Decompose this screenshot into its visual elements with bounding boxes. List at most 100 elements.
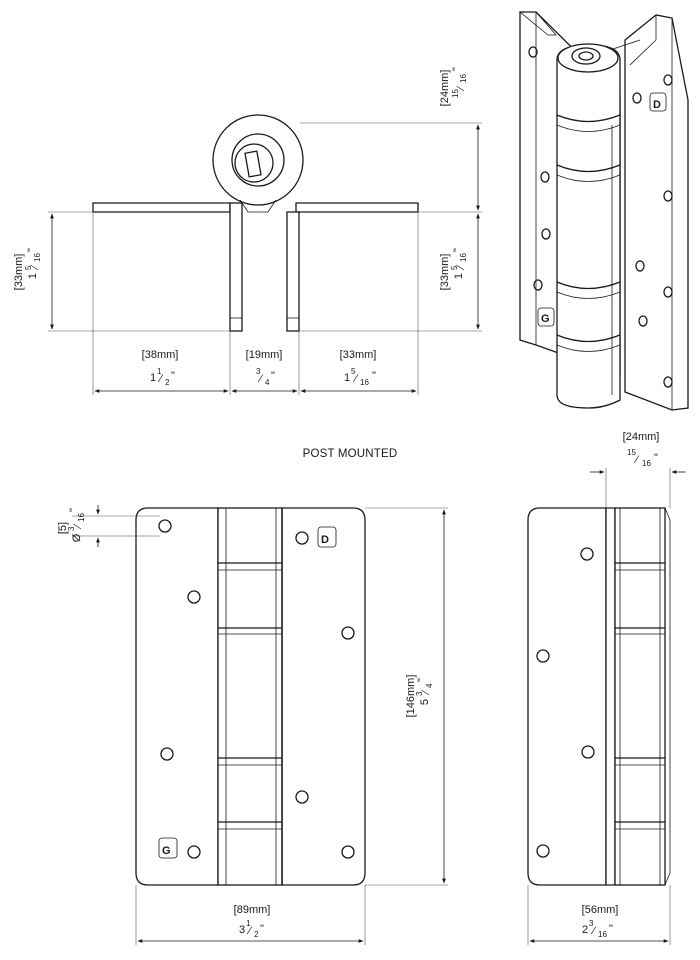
right-flange xyxy=(295,202,419,213)
svg-text:G: G xyxy=(541,313,550,325)
svg-text:5: 5 xyxy=(24,265,33,270)
svg-text:3: 3 xyxy=(239,924,245,936)
front-right-leaf xyxy=(281,507,366,886)
svg-text:D: D xyxy=(321,534,329,546)
dim-top-right-height: [33mm] 1 5 ⁄ 16 " xyxy=(439,248,468,290)
logo-icon xyxy=(649,92,667,112)
svg-text:⁄: ⁄ xyxy=(72,523,84,530)
svg-text:⁄: ⁄ xyxy=(420,689,432,696)
left-leaf-vertical xyxy=(229,202,243,332)
svg-text:⁄: ⁄ xyxy=(257,373,264,385)
front-barrel xyxy=(217,507,283,886)
knuckle-inner xyxy=(231,133,285,187)
dim-knuckle-offset: [24mm] 15 ⁄ 16 " xyxy=(439,67,468,106)
svg-text:2: 2 xyxy=(165,378,170,387)
dim-leaf-right-width: [33mm] 1 5 ⁄ 16 " xyxy=(340,349,377,387)
svg-text:⁄: ⁄ xyxy=(157,373,164,385)
svg-text:1: 1 xyxy=(157,367,162,376)
svg-text:[146mm]: [146mm] xyxy=(405,675,417,718)
svg-text:[5]: [5] xyxy=(57,522,69,534)
dim-overall-width: [89mm] 3 1 ⁄ 2 " xyxy=(234,904,271,939)
svg-text:3: 3 xyxy=(589,919,594,928)
svg-text:15: 15 xyxy=(627,448,636,457)
svg-text:[89mm]: [89mm] xyxy=(234,904,271,916)
svg-text:5: 5 xyxy=(351,367,356,376)
svg-text:⁄: ⁄ xyxy=(455,264,467,271)
screw-hole xyxy=(158,519,172,533)
iso-right-plate xyxy=(624,14,689,411)
side-leaf-edge xyxy=(605,507,616,886)
logo-icon xyxy=(158,837,178,859)
svg-text:[24mm]: [24mm] xyxy=(439,70,451,107)
svg-text:16: 16 xyxy=(598,930,607,939)
isometric-view: D G xyxy=(518,11,689,411)
svg-text:": " xyxy=(271,370,275,382)
svg-text:D: D xyxy=(653,99,661,111)
svg-text:5: 5 xyxy=(419,699,431,705)
dim-side-width: [56mm] 2 3 ⁄ 16 " xyxy=(582,904,619,939)
svg-text:16: 16 xyxy=(33,253,42,262)
knuckle-pin xyxy=(234,143,274,183)
svg-text:16: 16 xyxy=(77,513,86,522)
svg-text:G: G xyxy=(162,845,171,857)
right-leaf-vertical xyxy=(286,211,300,332)
dim-leaf-left-width: [38mm] 1 1 ⁄ 2 " xyxy=(142,349,179,387)
svg-text:16: 16 xyxy=(459,253,468,262)
svg-text:": " xyxy=(452,248,464,252)
svg-text:2: 2 xyxy=(254,930,259,939)
svg-text:16: 16 xyxy=(459,74,468,83)
svg-text:1: 1 xyxy=(453,273,465,279)
dim-overall-height: [146mm] 5 3 ⁄ 4 " xyxy=(405,675,434,718)
svg-text:[56mm]: [56mm] xyxy=(582,904,619,916)
front-view: D G xyxy=(72,505,448,945)
svg-text:3: 3 xyxy=(256,367,261,376)
svg-text:[33mm]: [33mm] xyxy=(340,349,377,361)
svg-text:[33mm]: [33mm] xyxy=(439,254,451,291)
dim-hole-diameter: [5] Ø 3 ⁄ 16 " xyxy=(57,508,86,542)
svg-text:[19mm]: [19mm] xyxy=(246,349,283,361)
svg-text:1: 1 xyxy=(246,919,251,928)
svg-text:[38mm]: [38mm] xyxy=(142,349,179,361)
svg-text:Ø: Ø xyxy=(71,533,83,542)
logo-icon xyxy=(317,526,337,548)
left-flange xyxy=(92,202,231,213)
svg-text:": " xyxy=(260,923,264,935)
svg-text:": " xyxy=(26,248,38,252)
svg-text:⁄: ⁄ xyxy=(352,373,359,385)
svg-text:⁄: ⁄ xyxy=(29,264,41,271)
svg-text:": " xyxy=(68,508,80,512)
svg-text:15: 15 xyxy=(451,89,460,98)
svg-text:": " xyxy=(654,452,658,464)
side-barrel xyxy=(614,507,666,886)
top-view xyxy=(48,114,482,395)
svg-text:2: 2 xyxy=(582,924,588,936)
svg-text:": " xyxy=(451,67,463,71)
svg-text:5: 5 xyxy=(450,265,459,270)
side-leaf xyxy=(527,507,607,886)
svg-text:3: 3 xyxy=(415,691,424,696)
svg-text:⁄: ⁄ xyxy=(246,925,253,937)
svg-text:1: 1 xyxy=(27,273,39,279)
svg-text:⁄: ⁄ xyxy=(590,925,597,937)
svg-text:": " xyxy=(171,370,175,382)
svg-text:": " xyxy=(372,370,376,382)
svg-text:3: 3 xyxy=(67,526,76,531)
dim-top-left-height: [33mm] 1 5 ⁄ 16 " xyxy=(13,248,42,290)
svg-text:4: 4 xyxy=(425,683,434,688)
svg-text:⁄: ⁄ xyxy=(455,85,467,92)
svg-text:1: 1 xyxy=(344,372,350,384)
logo-icon xyxy=(537,307,555,327)
svg-text:": " xyxy=(416,678,428,682)
svg-text:16: 16 xyxy=(642,459,651,468)
svg-text:[33mm]: [33mm] xyxy=(13,254,25,291)
svg-text:1: 1 xyxy=(150,372,156,384)
svg-text:": " xyxy=(609,923,613,935)
front-left-leaf xyxy=(135,507,219,886)
iso-barrel xyxy=(556,44,621,409)
side-view xyxy=(527,468,686,945)
svg-text:16: 16 xyxy=(360,378,369,387)
svg-text:⁄: ⁄ xyxy=(633,454,640,466)
svg-text:[24mm]: [24mm] xyxy=(623,431,660,443)
pin-slot xyxy=(244,150,262,178)
